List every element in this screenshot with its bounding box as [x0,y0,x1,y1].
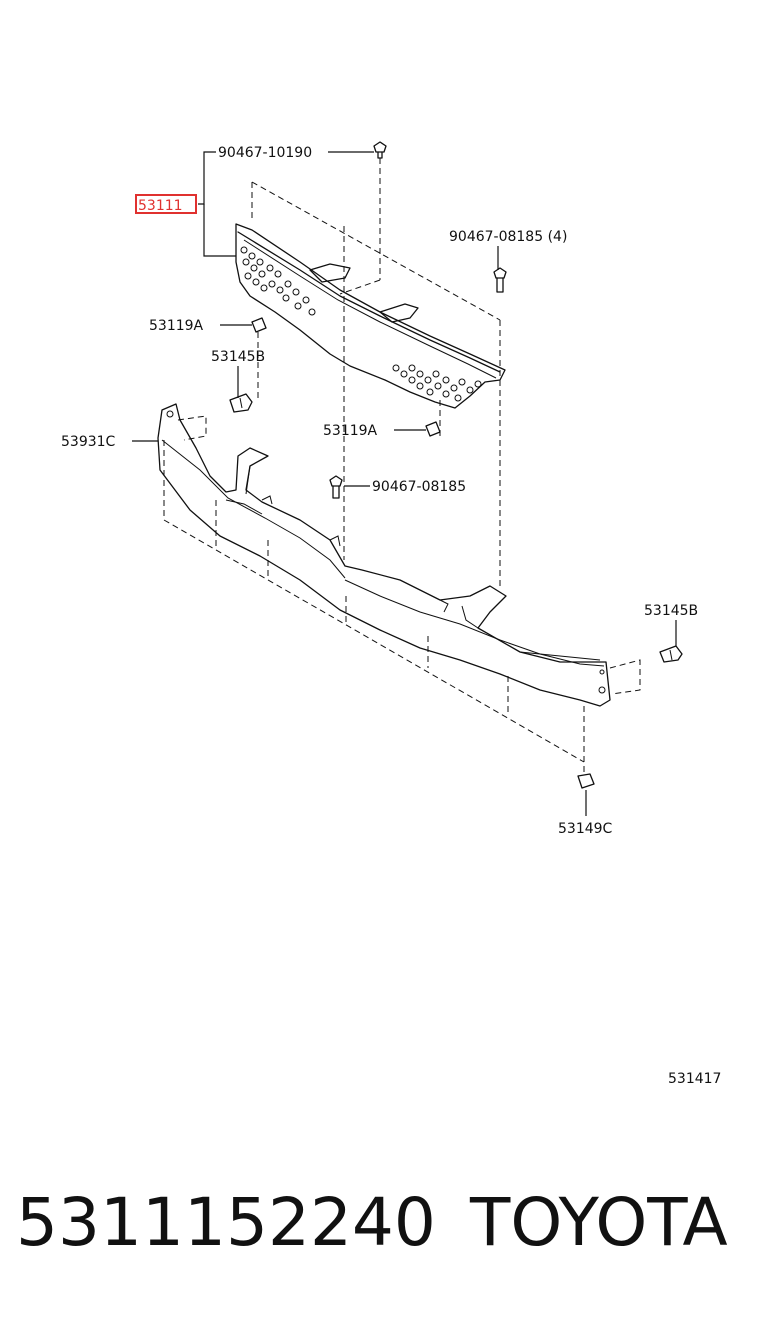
retainer-53119a-upper-drawing [251,317,267,333]
label-bracket-right: 53145B [644,603,698,619]
label-spoiler: 53931C [61,434,116,450]
front-spoiler-drawing [157,403,611,707]
label-53111: 53111 [138,198,183,214]
grille-mesh-left [240,246,316,316]
label-clip-right: 90467-08185 (4) [449,229,567,245]
bracket-53145b-left-drawing [229,393,253,413]
label-bolt-top: 90467-10190 [218,145,312,161]
retainer-53119a-lower-drawing [425,421,441,437]
highlight-box [135,194,197,214]
label-retainer-upper: 53119A [149,318,204,334]
radiator-grille-drawing [235,223,506,409]
clip-90467-08185-drawing [329,475,343,499]
leader-lines [132,151,677,816]
brand-name: TOYOTA [470,1184,728,1261]
diagram-id: 531417 [668,1071,721,1087]
label-pad: 53149C [558,821,613,837]
pad-53149c-drawing [577,773,595,789]
part-number: 5311152240 [16,1184,436,1261]
bracket-53145b-right-drawing [659,645,683,663]
assembly-lines [163,158,641,772]
grille-mesh-right [392,364,482,402]
label-retainer-lower: 53119A [323,423,378,439]
bolt-90467-10190-drawing [373,141,387,159]
label-clip-center: 90467-08185 [372,479,466,495]
label-bracket-left: 53145B [211,349,265,365]
clip-90467-08185-4-drawing [493,267,507,293]
